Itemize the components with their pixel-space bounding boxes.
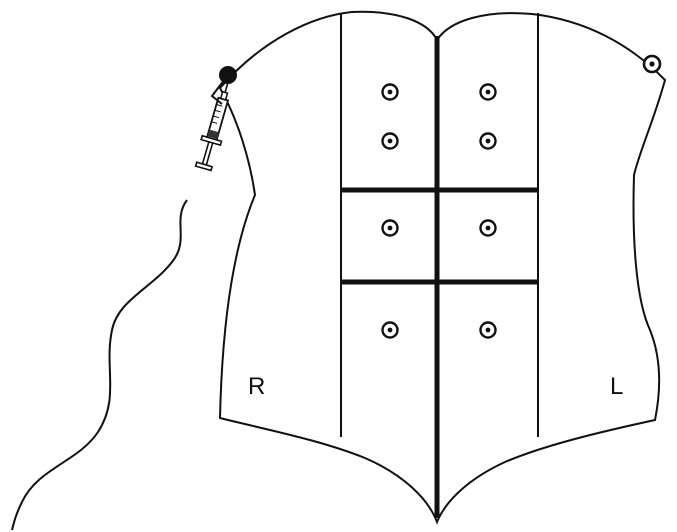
- ring-marker: [381, 83, 399, 101]
- ring-marker: [381, 132, 399, 150]
- tubing-line: [11, 199, 188, 531]
- left-shoulder-ring-marker: [642, 54, 662, 74]
- left-side-label: L: [610, 373, 623, 400]
- right-side-label: R: [248, 373, 265, 400]
- syringe-icon: [194, 78, 230, 172]
- ring-marker: [381, 321, 399, 339]
- ring-marker: [479, 83, 497, 101]
- ring-marker: [479, 321, 497, 339]
- ring-marker: [381, 219, 399, 237]
- needle-path: [210, 74, 229, 105]
- ring-marker: [479, 132, 497, 150]
- torso-outline: [218, 10, 667, 525]
- ring-marker: [479, 219, 497, 237]
